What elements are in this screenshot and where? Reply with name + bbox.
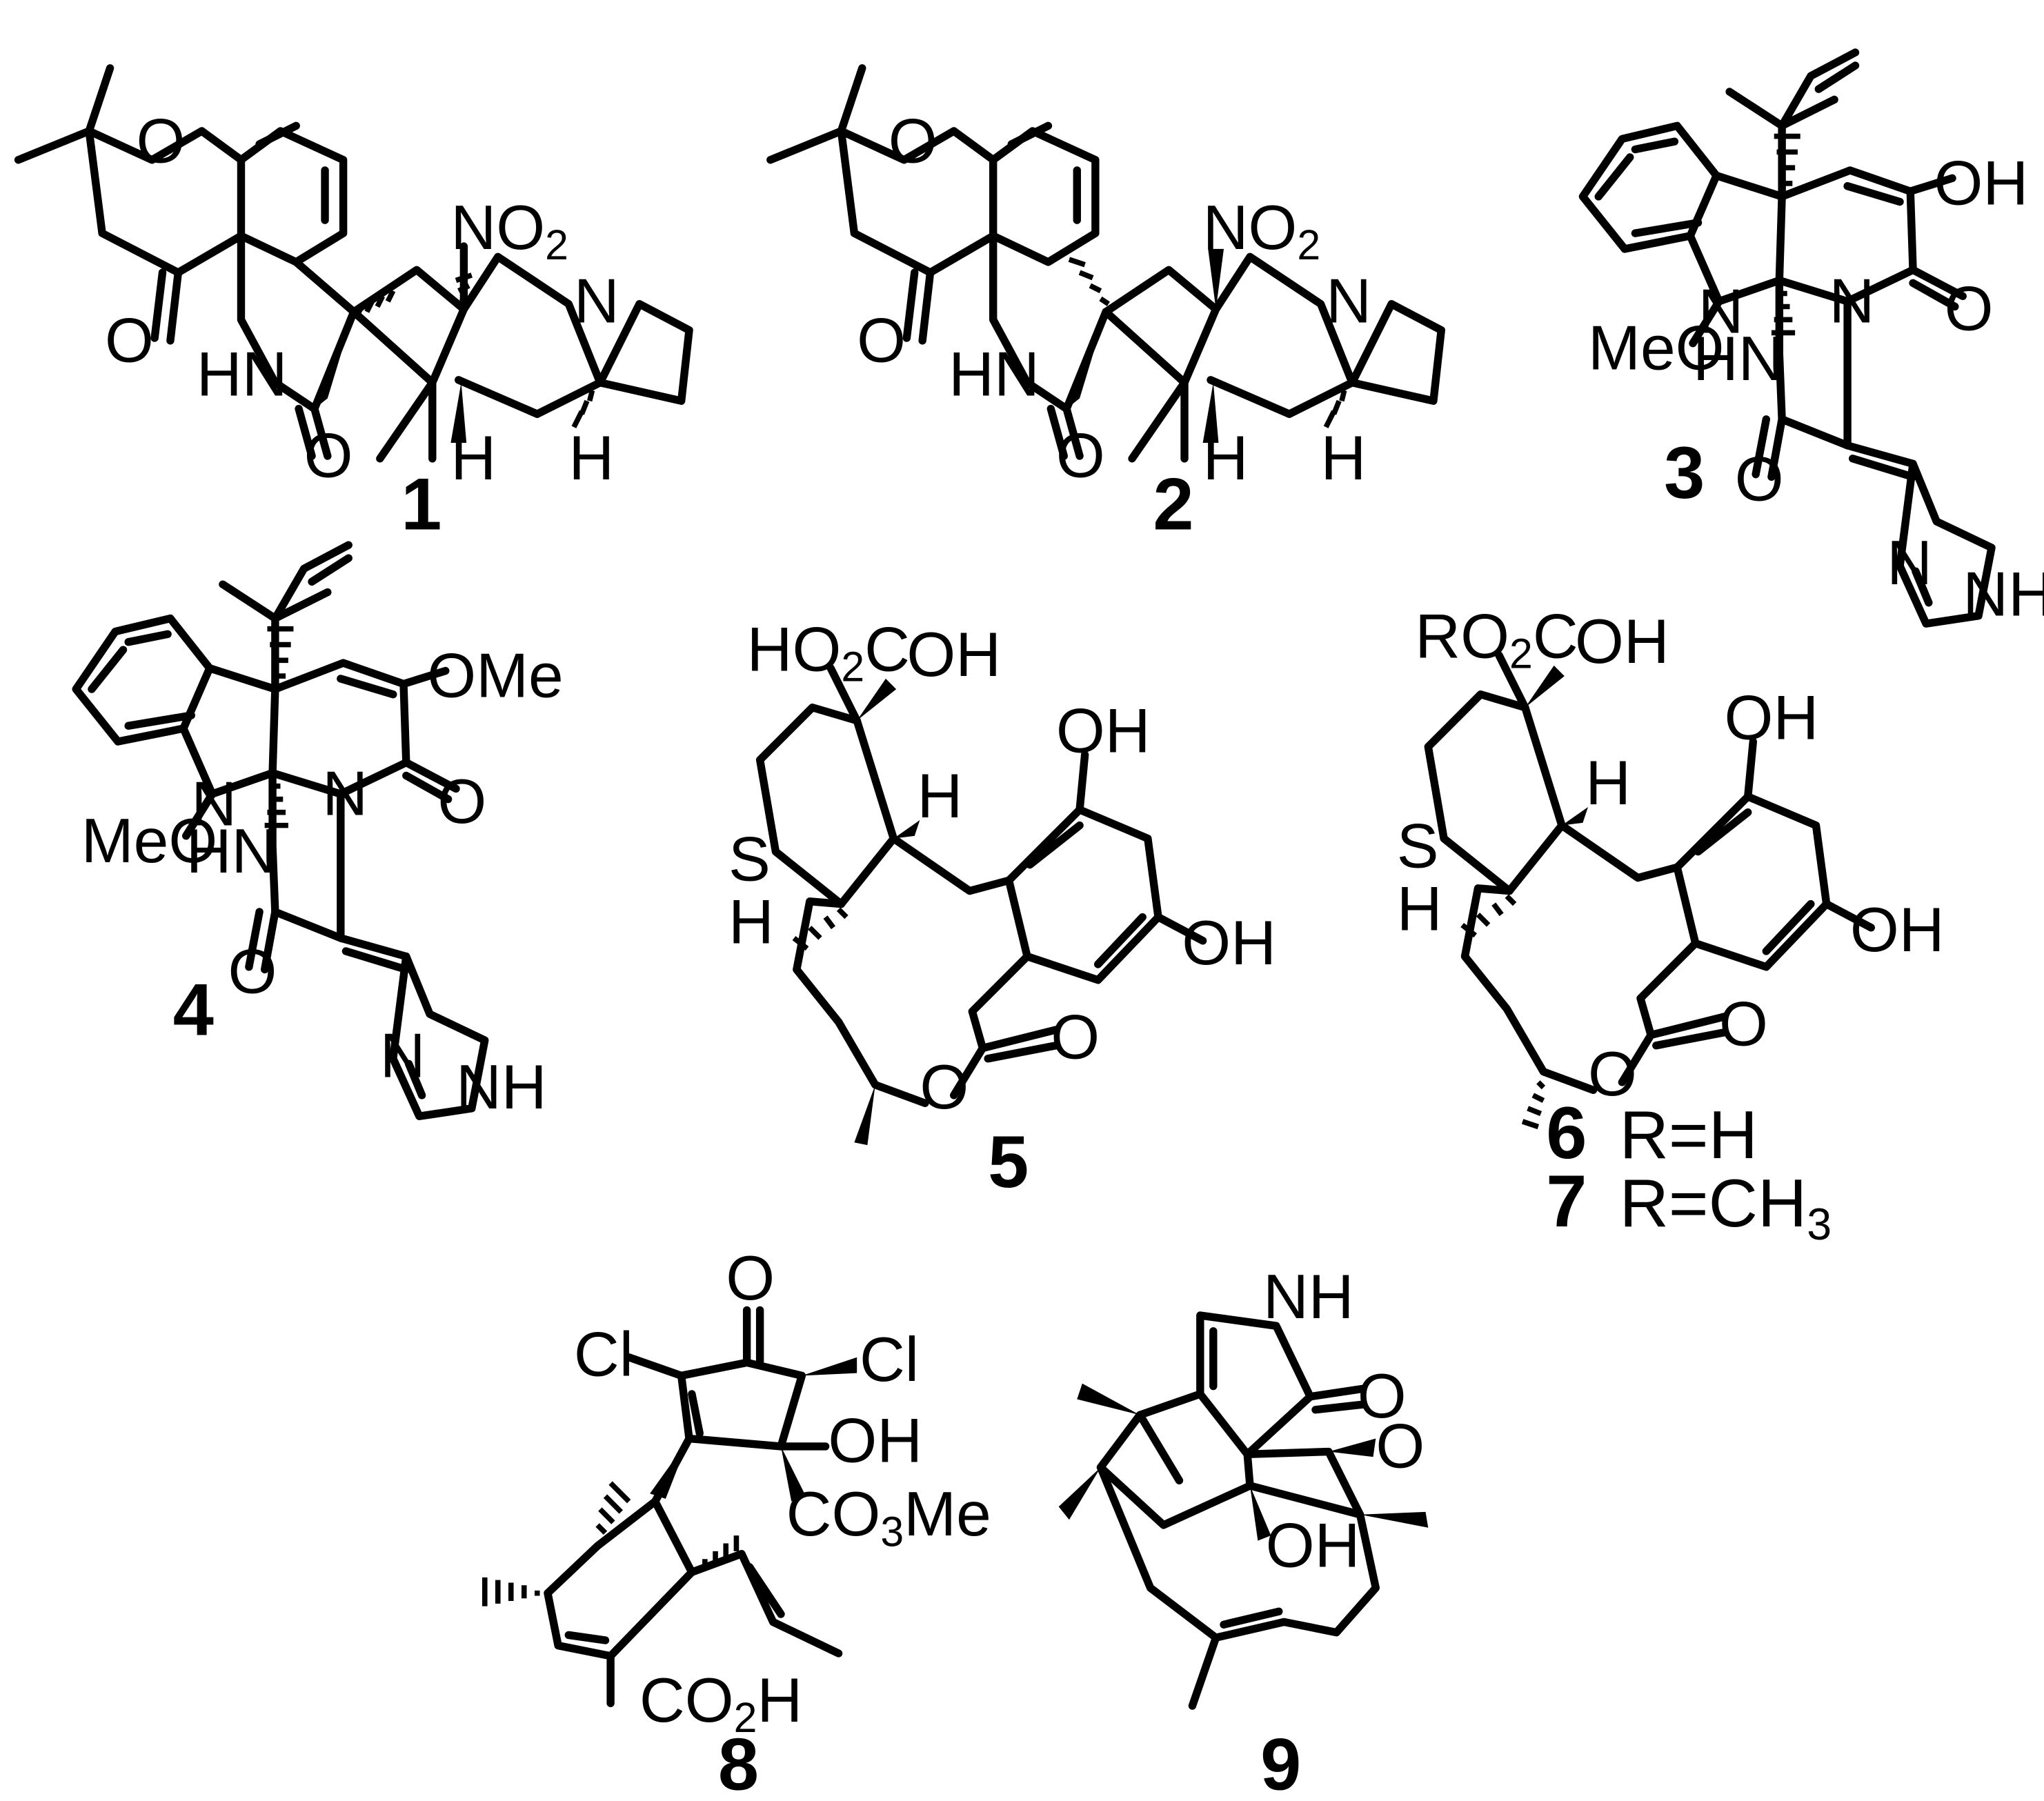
compound-1-structure: O O HN O NO2 N H H 1: [14, 64, 693, 545]
c5-s: S: [728, 824, 771, 894]
compound-2-id: 2: [1153, 463, 1193, 545]
c6-oh: OH: [1575, 606, 1669, 677]
compound-4-structure: OMe N MeO N HN O O N NH 4: [72, 541, 564, 1122]
c5-oh: OH: [906, 619, 1001, 690]
c3-meo: MeO: [1588, 313, 1725, 384]
c3-n-imid: N: [1887, 528, 1932, 598]
c4-nh-imid: NH: [456, 1052, 547, 1122]
c2-h1: H: [1203, 423, 1249, 493]
c6-oh-top: OH: [1725, 682, 1819, 753]
c5-o-ester: O: [920, 1052, 969, 1122]
c3-hn: HN: [1693, 324, 1784, 394]
c1-nh: HN: [197, 339, 288, 410]
c6-o-carbonyl: O: [1719, 989, 1768, 1059]
compound-9-id: 9: [1260, 1724, 1301, 1798]
c6-s: S: [1397, 810, 1439, 881]
compound-6-id: 6: [1546, 1092, 1587, 1174]
c4-n-indoline: N: [191, 769, 237, 839]
c4-o-lower: O: [228, 937, 277, 1007]
c4-o-amide: O: [437, 766, 486, 837]
c8-oh: OH: [828, 1406, 922, 1476]
c3-nh-imid: NH: [1963, 559, 2044, 630]
c8-cl-right: Cl: [860, 1324, 919, 1395]
c9-o-epoxide: O: [1376, 1411, 1425, 1481]
c2-o-lactam: O: [1056, 420, 1105, 490]
c2-n-amine: N: [1326, 266, 1371, 336]
c2-nitro: NO2: [1203, 192, 1321, 268]
c9-o-carbonyl: O: [1358, 1361, 1407, 1431]
c1-o-ketone: O: [105, 305, 154, 375]
compound-3-id: 3: [1664, 432, 1705, 514]
compound-6-structure: RO2C OH S H H OH OH O O: [1397, 601, 1945, 1130]
r-group-6: R=H: [1620, 1097, 1758, 1173]
c5-oh-top: OH: [1056, 695, 1151, 766]
c5-oh-right: OH: [1182, 908, 1276, 978]
compound-1-id: 1: [401, 463, 441, 545]
compound-9-structure: NH O O OH 9: [1058, 1262, 1429, 1801]
compound-3-structure: OH N MeO N HN O O N NH 3: [1578, 48, 2044, 630]
c4-hn: HN: [186, 816, 277, 886]
c8-co3me: CO3Me: [786, 1479, 991, 1555]
compound-7-id: 7: [1546, 1160, 1587, 1242]
c2-h2: H: [1321, 423, 1367, 493]
r-group-7: R=CH3: [1620, 1165, 1832, 1249]
c5-h-s: H: [728, 887, 774, 957]
c4-ome: OMe: [427, 640, 564, 710]
c3-o-amide: O: [1945, 274, 1994, 344]
c6-h-ring: H: [1585, 748, 1631, 818]
c6-o-ester: O: [1588, 1039, 1637, 1109]
c3-n-ring: N: [1829, 266, 1875, 336]
c8-cl-left: Cl: [574, 1319, 633, 1389]
compound-2-structure: O O HN O NO2 N H H 2: [766, 64, 1445, 545]
c6-ro2c: RO2C: [1415, 601, 1578, 677]
c1-n-amine: N: [574, 266, 619, 336]
c2-o-ketone: O: [857, 305, 906, 375]
c3-oh: OH: [1934, 148, 2028, 218]
c9-oh: OH: [1266, 1511, 1360, 1581]
c5-o-carbonyl: O: [1051, 1002, 1100, 1073]
c6-h-s: H: [1397, 874, 1442, 944]
c4-n-imid: N: [380, 1020, 426, 1091]
c6-oh-right: OH: [1850, 895, 1945, 965]
compound-5-structure: HO2C OH S H H OH OH O O 5: [728, 615, 1276, 1203]
c1-o-ring: O: [137, 106, 186, 177]
c4-n-ring: N: [322, 758, 368, 828]
compound-5-id: 5: [988, 1121, 1029, 1203]
c3-o-lower: O: [1735, 444, 1784, 515]
compound-8-id: 8: [718, 1724, 759, 1798]
c2-o-ring: O: [889, 106, 937, 177]
c2-nh: HN: [949, 339, 1040, 410]
c5-h-ring: H: [917, 761, 963, 831]
c1-o-lactam: O: [304, 420, 353, 490]
c1-h2: H: [568, 423, 614, 493]
c4-meo: MeO: [81, 806, 218, 876]
compound-4-id: 4: [173, 969, 214, 1051]
c3-n-indoline: N: [1698, 276, 1744, 346]
c9-nh: NH: [1263, 1262, 1354, 1332]
c8-co2h: CO2H: [639, 1665, 802, 1741]
c5-ho2c: HO2C: [747, 615, 910, 690]
c1-nitro: NO2: [450, 192, 568, 268]
compound-8-structure: O Cl Cl OH CO3Me CO2H 8: [482, 1243, 991, 1801]
c1-h1: H: [450, 423, 496, 493]
c8-o-top: O: [726, 1243, 775, 1313]
